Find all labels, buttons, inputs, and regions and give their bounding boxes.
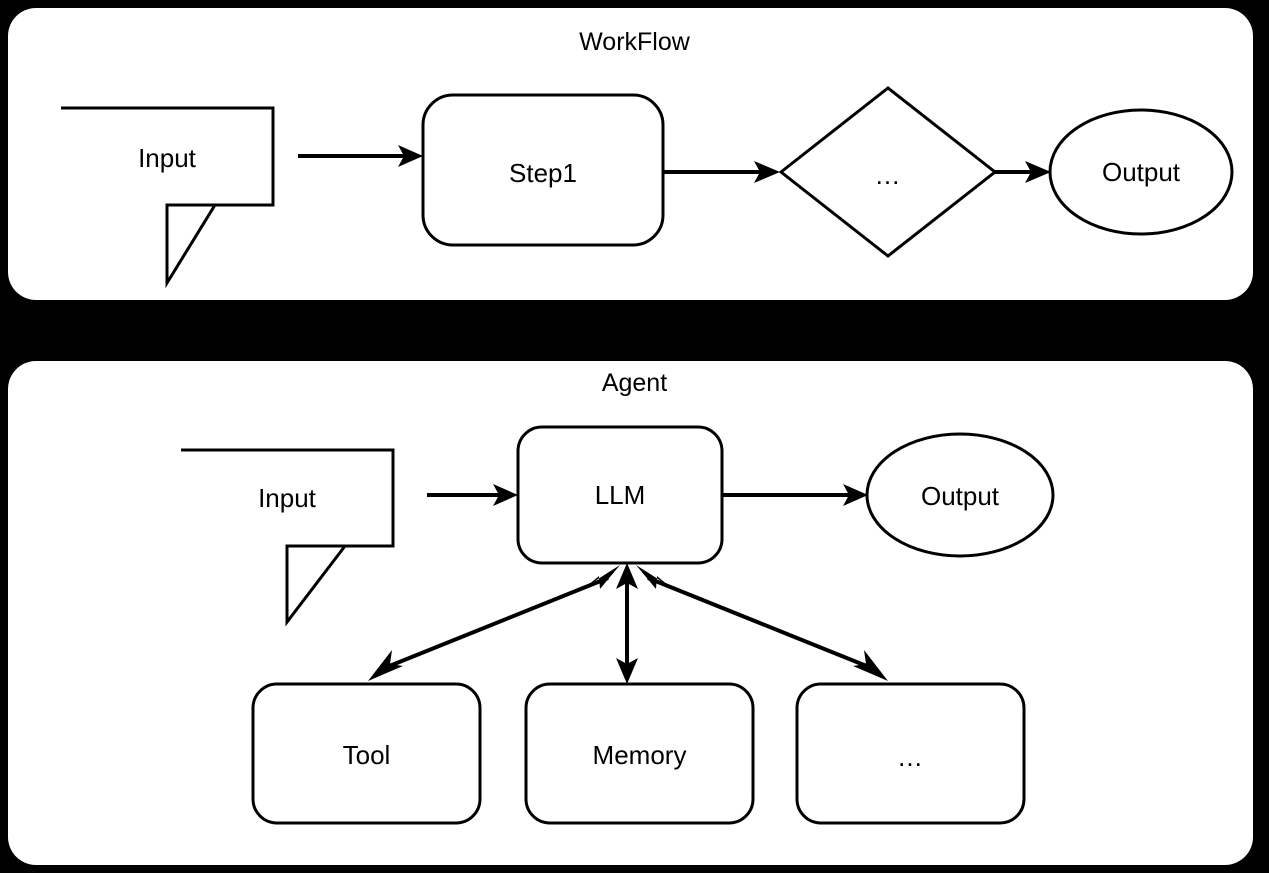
node-wf-step1-label: Step1 [509, 158, 577, 188]
node-ag-input-label: Input [258, 483, 316, 513]
node-ag-memory-label: Memory [592, 740, 687, 770]
panel-workflow-title: WorkFlow [579, 28, 690, 56]
node-wf-output-label: Output [1101, 157, 1181, 187]
node-ag-tool-label: Tool [342, 740, 391, 770]
panel-agent [8, 361, 1253, 865]
node-ag-llm-label: LLM [594, 480, 646, 510]
panel-agent-title: Agent [601, 369, 668, 397]
node-ag-more-label: ... [898, 742, 923, 772]
node-wf-ellipsis-label: ... [875, 160, 901, 190]
node-ag-output-label: Output [920, 481, 1000, 511]
node-wf-input-label: Input [138, 143, 196, 173]
